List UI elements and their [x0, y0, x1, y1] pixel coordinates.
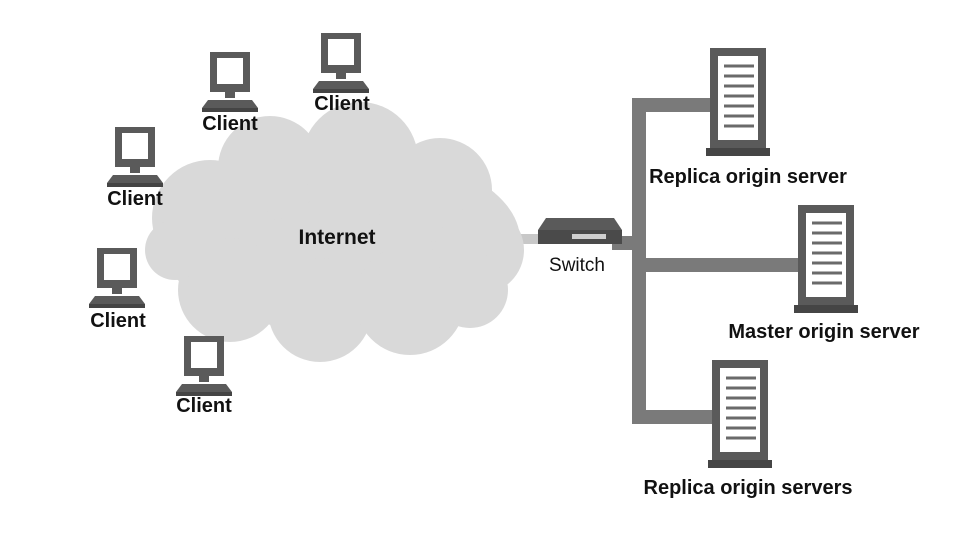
server-icon: [704, 46, 772, 158]
client-monitor-icon: [107, 127, 163, 187]
client-5: Client: [176, 336, 232, 417]
server-icon: [792, 203, 860, 315]
server-master: Master origin server: [728, 203, 920, 343]
client-monitor-icon: [176, 336, 232, 396]
switch-label: Switch: [549, 255, 605, 276]
client-3: Client: [107, 127, 163, 210]
server-label: Master origin server: [728, 321, 919, 343]
server-links: [510, 98, 800, 424]
server-label: Replica origin servers: [644, 477, 853, 499]
client-label: Client: [176, 395, 232, 417]
server-replica-top: Replica origin server: [649, 46, 847, 188]
switch: Switch: [538, 218, 622, 276]
client-label: Client: [107, 188, 163, 210]
client-2: Client: [313, 33, 370, 115]
client-monitor-icon: [202, 52, 258, 112]
client-monitor-icon: [313, 33, 369, 93]
internet-cloud: [145, 102, 524, 362]
internet-label: Internet: [298, 226, 375, 249]
server-replica-bottom: Replica origin servers: [644, 358, 853, 499]
switch-icon: [538, 218, 622, 244]
client-1: Client: [202, 52, 258, 135]
client-label: Client: [202, 113, 258, 135]
client-label: Client: [90, 310, 146, 332]
server-icon: [706, 358, 774, 470]
client-monitor-icon: [89, 248, 145, 308]
server-label: Replica origin server: [649, 166, 847, 188]
client-4: Client: [89, 248, 146, 332]
client-label: Client: [314, 93, 370, 115]
